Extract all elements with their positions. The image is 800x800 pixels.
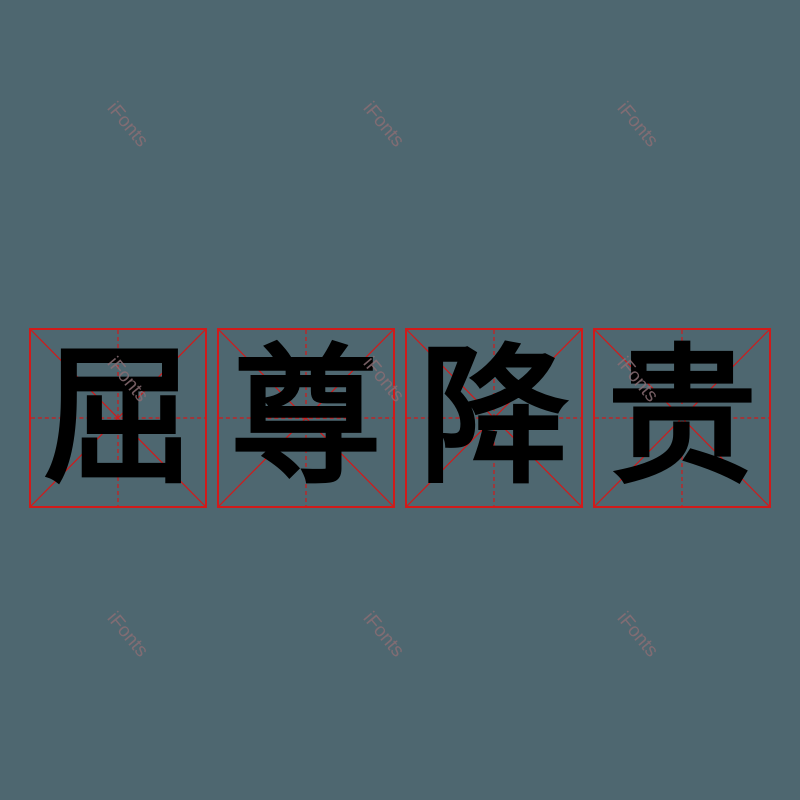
practice-grid-icon [407,330,581,506]
glyph-character: 尊 [230,331,381,505]
practice-grid-icon [219,330,393,506]
practice-grid-icon [31,330,205,506]
watermark-bottom-center: iFonts [358,608,409,662]
watermark-bottom-left: iFonts [102,608,153,662]
character-box-1: 屈 [29,328,207,508]
glyph-character: 屈 [42,331,193,505]
watermark-bottom-right: iFonts [612,608,663,662]
character-box-2: 尊 [217,328,395,508]
practice-grid-icon [595,330,769,506]
glyph-character: 降 [418,331,569,505]
watermark-top-left: iFonts [102,98,153,152]
glyph-character: 贵 [606,331,757,505]
watermark-top-center: iFonts [358,98,409,152]
character-box-4: 贵 [593,328,771,508]
watermark-top-right: iFonts [612,98,663,152]
character-box-3: 降 [405,328,583,508]
